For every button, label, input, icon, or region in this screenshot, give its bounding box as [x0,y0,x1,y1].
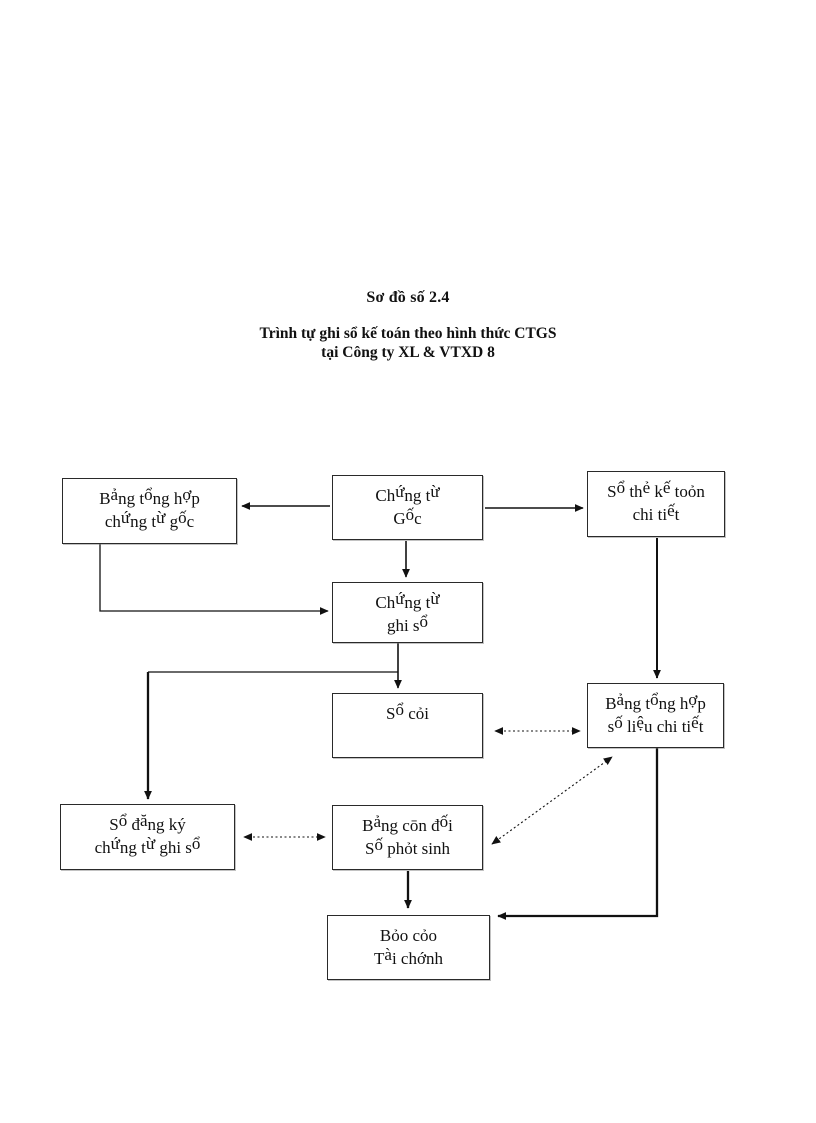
box-so-the-ke-toan: Sổ thẻ kế toỏn chi tiết [587,471,725,537]
box-text-line: Gốc [393,504,422,528]
arrow-bang-can-doi-bang-so-lieu-dotted [491,756,613,845]
box-text-line: Sổ thẻ kế toỏn [607,477,705,501]
box-text-line: chứng từ gốc [104,507,195,531]
page-subtitle: Trình tự ghi sổ kế toán theo hình thức C… [0,324,816,362]
title-block: Sơ đồ số 2.4 Trình tự ghi sổ kế toán the… [0,289,816,362]
box-text-line: số liệu chi tiết [607,712,704,736]
arrow-bang-so-lieu-to-bao-cao [497,748,659,920]
box-text-line: Sổ cỏi [386,699,429,723]
box-bang-can-doi: Bảng cōn đối Số phỏt sinh [332,805,483,870]
page-title: Sơ đồ số 2.4 [366,289,450,306]
box-text-line: Bảng tổng hợp [605,689,706,713]
box-text-line: Tài chớnh [374,944,443,968]
box-text-line: Bảng tổng hợp [99,484,200,508]
box-bao-cao-tai-chinh: Bỏo cỏo Tài chớnh [327,915,490,980]
box-text-line: Chứng từ [375,481,440,505]
box-chung-tu-ghi-so: Chứng từ ghi sổ [332,582,483,643]
page-subtitle-line1: Trình tự ghi sổ kế toán theo hình thức C… [259,325,557,342]
box-text-line: chi tiết [632,500,680,524]
box-chung-tu-goc: Chứng từ Gốc [332,475,483,540]
box-text-line: Sổ đăng ký [109,810,186,834]
box-text-line: Bảng cōn đối [362,811,453,835]
box-text-line: chứng từ ghi sổ [94,833,201,857]
box-text-line: ghi sổ [386,611,429,635]
page-subtitle-line2: tại Công ty XL & VTXD 8 [321,344,495,361]
box-so-cai: Sổ cỏi [332,693,483,758]
box-text-line: Chứng từ [375,588,440,612]
box-so-dang-ky: Sổ đăng ký chứng từ ghi sổ [60,804,235,870]
box-bang-tong-hop-chung-tu-goc: Bảng tổng hợp chứng từ gốc [62,478,237,544]
arrow-bang-tong-hop-to-ghi-so [99,544,329,615]
box-text-line: Bỏo cỏo [379,926,438,945]
box-text-line: Số phỏt sinh [364,834,451,858]
box-bang-tong-hop-so-lieu: Bảng tổng hợp số liệu chi tiết [587,683,724,748]
